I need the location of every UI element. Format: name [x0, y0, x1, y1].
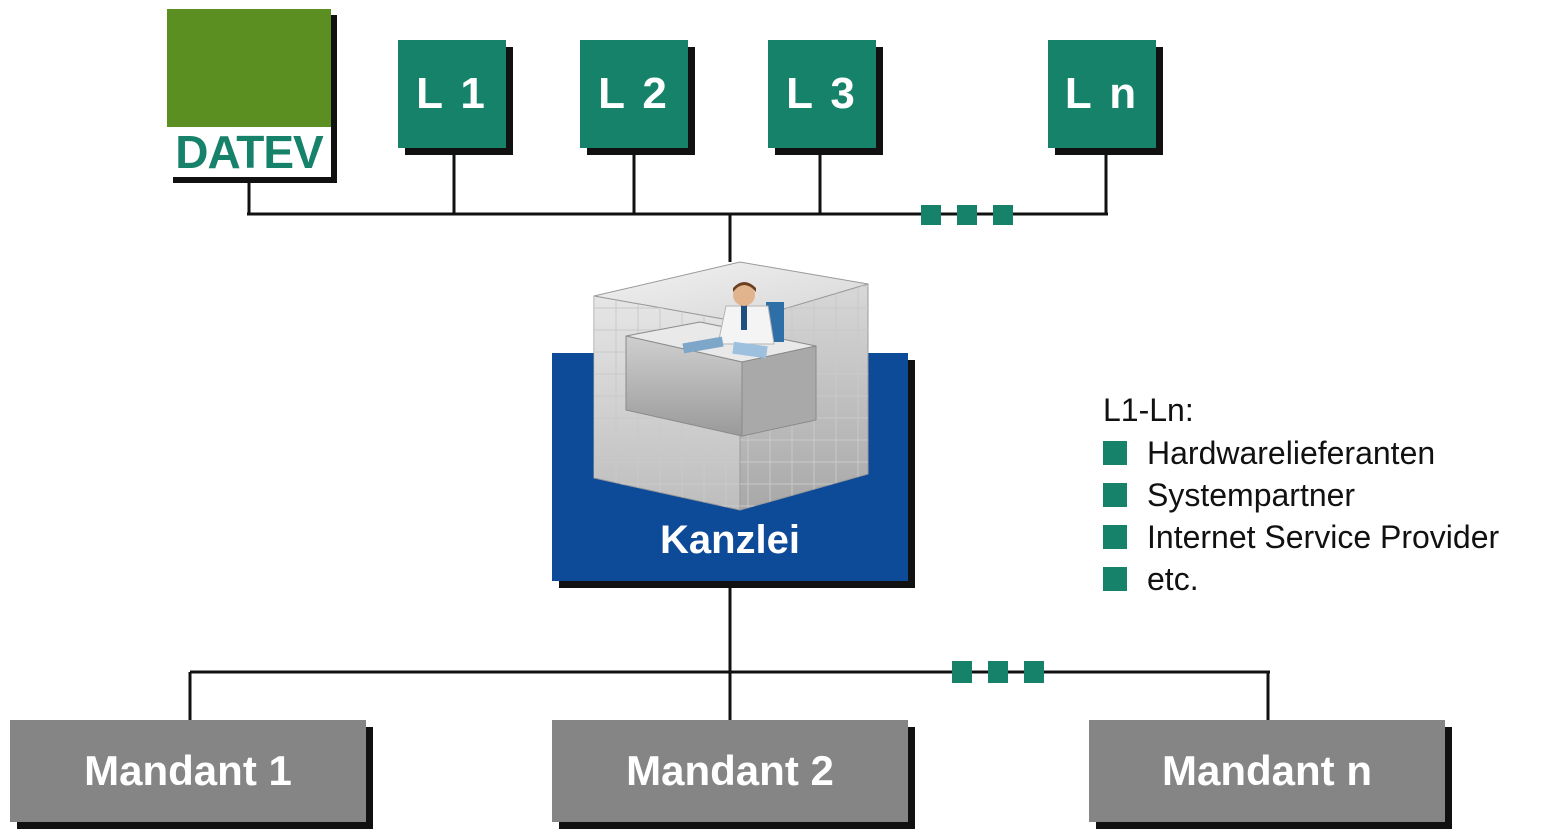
desk-side [741, 345, 817, 437]
client-box-mandant-2: Mandant 2 [552, 720, 908, 822]
legend-item-label: Hardwarelieferanten [1147, 435, 1436, 471]
provider-box-l1: L 1 [398, 40, 506, 148]
legend-square-icon [1103, 525, 1127, 549]
legend: L1-Ln: Hardwarelieferanten Systempartner… [1103, 388, 1499, 600]
client-box-mandant-n: Mandant n [1089, 720, 1445, 822]
person-head [733, 284, 755, 306]
person-hair [733, 282, 756, 292]
person-tie [741, 304, 747, 330]
kanzlei-label: Kanzlei [659, 517, 801, 562]
legend-item: Internet Service Provider [1103, 516, 1499, 558]
desk-papers [682, 336, 724, 354]
desk-monitor [732, 341, 768, 359]
legend-item-label: etc. [1147, 561, 1199, 597]
bottom-ellipsis-squares [952, 661, 1044, 683]
legend-title: L1-Ln: [1103, 392, 1194, 428]
provider-box-l3: L 3 [768, 40, 876, 148]
datev-logo-text: DATEV [175, 126, 324, 178]
datev-logo-green-block [167, 9, 331, 127]
provider-box-l2: L 2 [580, 40, 688, 148]
datev-logo: DATEV [167, 9, 331, 178]
legend-square-icon [1103, 483, 1127, 507]
legend-item: etc. [1103, 558, 1499, 600]
legend-square-icon [1103, 567, 1127, 591]
legend-square-icon [1103, 441, 1127, 465]
client-box-mandant-1: Mandant 1 [10, 720, 366, 822]
bottom-bus-lines [188, 582, 1270, 720]
provider-box-ln: L n [1048, 40, 1156, 148]
legend-item: Systempartner [1103, 474, 1499, 516]
legend-item-label: Internet Service Provider [1147, 519, 1500, 555]
legend-item: Hardwarelieferanten [1103, 432, 1499, 474]
legend-item-label: Systempartner [1147, 477, 1356, 513]
top-ellipsis-squares [921, 205, 1013, 225]
